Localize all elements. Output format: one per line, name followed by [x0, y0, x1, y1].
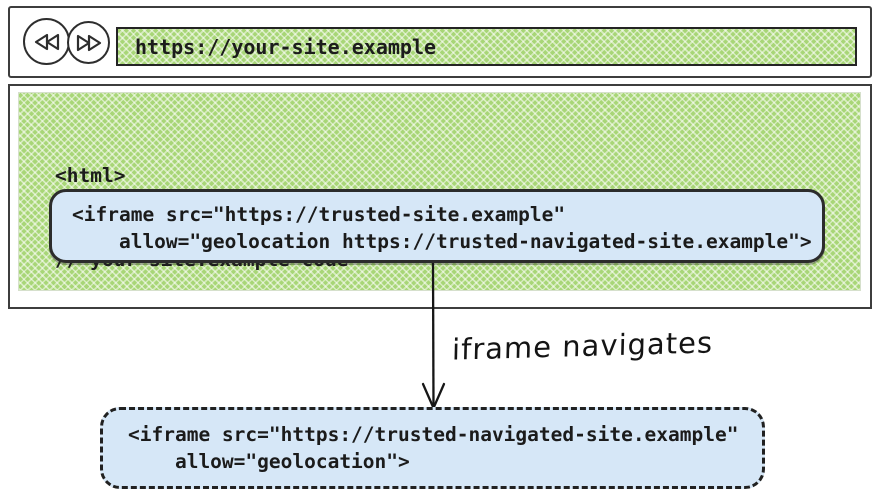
iframe-allow-line: allow="geolocation https://trusted-navig…: [72, 230, 812, 253]
html-open-tag: <html>: [55, 164, 126, 187]
rewind-icon: [33, 32, 61, 52]
navigated-iframe-src-line: <iframe src="https://trusted-navigated-s…: [128, 423, 739, 446]
address-bar[interactable]: https://your-site.example: [116, 27, 857, 66]
back-button[interactable]: [23, 18, 70, 65]
page-content: <html> // your-site.example code <iframe…: [18, 92, 861, 291]
url-text: https://your-site.example: [135, 34, 437, 59]
forward-button[interactable]: [67, 21, 110, 64]
iframe-element: <iframe src="https://trusted-site.exampl…: [49, 189, 825, 263]
browser-window: <html> // your-site.example code <iframe…: [8, 84, 872, 309]
down-arrow-icon: [419, 261, 449, 417]
browser-toolbar: https://your-site.example: [8, 6, 872, 78]
navigated-iframe-allow-line: allow="geolocation">: [128, 450, 410, 473]
fast-forward-icon: [75, 33, 103, 53]
iframe-src-line: <iframe src="https://trusted-site.exampl…: [72, 203, 566, 226]
arrow-label: iframe navigates: [451, 325, 714, 367]
navigated-iframe-element: <iframe src="https://trusted-navigated-s…: [100, 407, 765, 489]
